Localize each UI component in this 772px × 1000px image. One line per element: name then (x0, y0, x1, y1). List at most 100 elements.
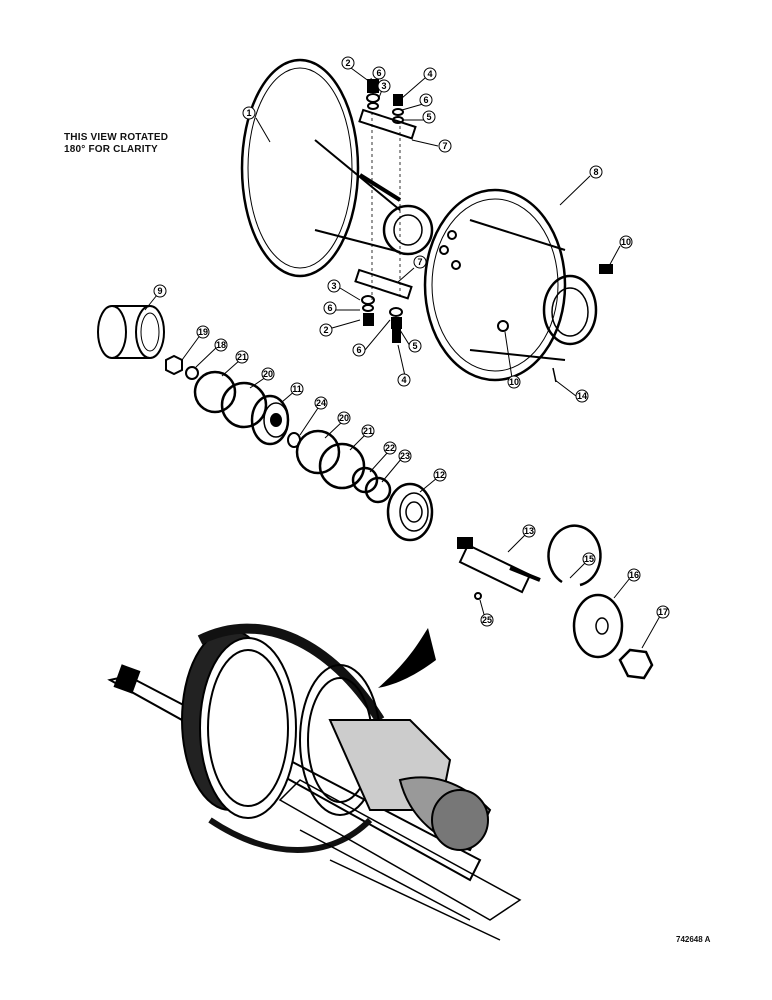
svg-text:6: 6 (423, 95, 428, 105)
callout-14: 14 (575, 389, 589, 403)
svg-text:10: 10 (621, 237, 631, 247)
callout-3-upper: 3 (377, 79, 391, 93)
svg-text:7: 7 (417, 257, 422, 267)
svg-text:3: 3 (331, 281, 336, 291)
callout-23: 23 (398, 449, 412, 463)
figure-number: 742648 A (676, 935, 711, 944)
installed-assembly (107, 623, 522, 941)
svg-text:6: 6 (327, 303, 332, 313)
svg-text:9: 9 (157, 286, 162, 296)
callout-7-upper: 7 (438, 139, 452, 153)
callout-16: 16 (627, 568, 641, 582)
svg-text:25: 25 (482, 615, 492, 625)
washer-18 (185, 366, 199, 380)
callout-25: 25 (480, 613, 494, 627)
svg-text:20: 20 (263, 369, 273, 379)
svg-text:24: 24 (316, 398, 326, 408)
svg-text:23: 23 (400, 451, 410, 461)
pointer-arrow (378, 628, 436, 688)
callout-3-lower: 3 (327, 279, 341, 293)
o-ring-23 (364, 476, 392, 504)
callout-4-upper: 4 (423, 67, 437, 81)
svg-text:21: 21 (363, 426, 373, 436)
washer-16 (572, 593, 624, 659)
leader-lines (144, 67, 661, 649)
rotation-note-line1: THIS VIEW ROTATED (64, 132, 169, 143)
svg-text:10: 10 (509, 377, 519, 387)
callout-2-upper: 2 (341, 56, 355, 70)
svg-text:5: 5 (412, 341, 417, 351)
callout-6-lower-b: 6 (352, 343, 366, 357)
svg-text:7: 7 (442, 141, 447, 151)
callout-8: 8 (589, 165, 603, 179)
callout-10-upper: 10 (619, 235, 633, 249)
svg-text:3: 3 (381, 81, 386, 91)
nut-17 (618, 648, 654, 680)
lower-fasteners (361, 295, 403, 343)
svg-text:17: 17 (658, 607, 668, 617)
callout-5-lower: 5 (408, 339, 422, 353)
svg-text:4: 4 (427, 69, 432, 79)
svg-text:1: 1 (246, 108, 251, 118)
svg-text:14: 14 (577, 391, 587, 401)
o-ring-21b (318, 442, 366, 490)
callout-17: 17 (656, 605, 670, 619)
callout-9: 9 (153, 284, 167, 298)
callout-21-a: 21 (235, 350, 249, 364)
snap-ring-15 (547, 524, 602, 587)
svg-text:16: 16 (629, 570, 639, 580)
svg-text:5: 5 (426, 112, 431, 122)
callout-19: 19 (196, 325, 210, 339)
o-ring-20b (295, 429, 341, 475)
svg-text:19: 19 (198, 327, 208, 337)
o-ring-21a (193, 370, 237, 414)
callout-20-b: 20 (337, 411, 351, 425)
callout-6-lower: 6 (323, 301, 337, 315)
svg-text:11: 11 (292, 384, 302, 394)
callout-4-lower: 4 (397, 373, 411, 387)
sheave-half-8 (423, 188, 613, 383)
shaft-13 (457, 537, 541, 600)
key-plate-lower (354, 268, 413, 300)
svg-text:6: 6 (376, 68, 381, 78)
svg-text:2: 2 (323, 325, 328, 335)
callout-7-lower: 7 (413, 255, 427, 269)
callout-2-lower: 2 (319, 323, 333, 337)
callout-21-b: 21 (361, 424, 375, 438)
o-ring-20a (220, 381, 268, 429)
callout-24: 24 (314, 396, 328, 410)
svg-text:6: 6 (356, 345, 361, 355)
svg-text:15: 15 (584, 554, 594, 564)
callout-12: 12 (433, 468, 447, 482)
piston-11 (250, 394, 290, 446)
callout-22: 22 (383, 441, 397, 455)
svg-text:18: 18 (216, 340, 226, 350)
rotation-note-line2: 180° FOR CLARITY (64, 144, 158, 155)
svg-text:20: 20 (339, 413, 349, 423)
svg-text:22: 22 (385, 443, 395, 453)
callout-18: 18 (214, 338, 228, 352)
nut-19 (165, 354, 183, 376)
callout-10-lower: 10 (507, 375, 521, 389)
bushing-9 (97, 305, 165, 359)
svg-text:2: 2 (345, 58, 350, 68)
callout-20-a: 20 (261, 367, 275, 381)
svg-text:13: 13 (524, 526, 534, 536)
sheave-half-1 (240, 58, 434, 278)
svg-text:21: 21 (237, 352, 247, 362)
svg-text:12: 12 (435, 470, 445, 480)
callout-1: 1 (242, 106, 256, 120)
rotation-note: THIS VIEW ROTATED 180° FOR CLARITY (64, 132, 168, 156)
callout-13: 13 (522, 524, 536, 538)
callout-5-upper: 5 (422, 110, 436, 124)
callout-markers: 1 2 6 3 4 6 5 7 8 10 7 3 6 2 6 5 4 10 14… (153, 56, 670, 627)
callout-11: 11 (290, 382, 304, 396)
piston-12 (386, 482, 434, 542)
callout-6-upper: 6 (372, 66, 386, 80)
key-plate-upper (358, 108, 417, 140)
svg-text:8: 8 (593, 167, 598, 177)
svg-text:4: 4 (401, 375, 406, 385)
callout-6-upper-b: 6 (419, 93, 433, 107)
